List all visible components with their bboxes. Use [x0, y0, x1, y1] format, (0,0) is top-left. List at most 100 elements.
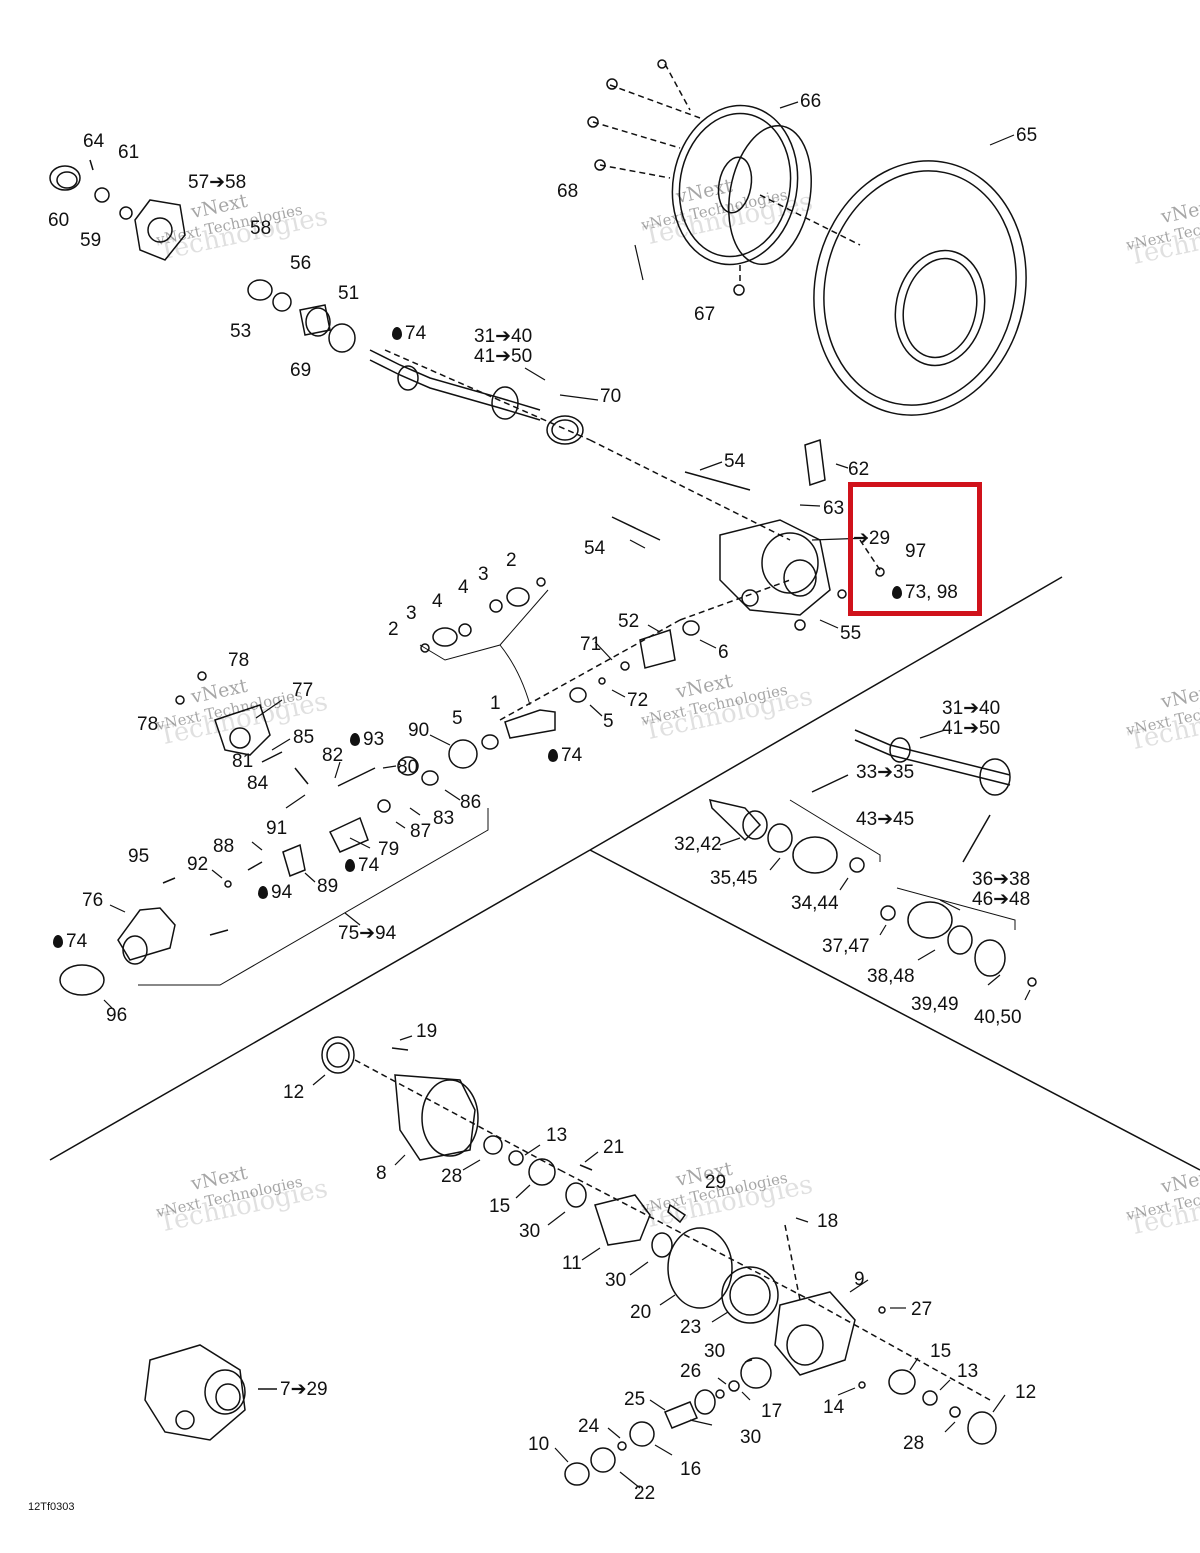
callout-label: 88 — [213, 836, 235, 857]
callout-label: 18 — [817, 1211, 839, 1232]
callout-label: 64 — [83, 131, 105, 152]
callout-label: 12 — [1015, 1382, 1037, 1403]
callout-label: 14 — [823, 1397, 845, 1418]
callout-label: 53 — [230, 321, 252, 342]
drive-shaft-upper — [369, 349, 584, 445]
callout-label: 80 — [397, 757, 419, 778]
actuator-assembly — [175, 671, 376, 787]
differential-housing-upper — [611, 438, 885, 631]
callout-label: 81 — [232, 751, 254, 772]
callout-label: 74 — [392, 324, 426, 343]
cv-joint-inner — [708, 798, 881, 874]
pinion-parts — [564, 1357, 772, 1486]
oil-drop-icon — [350, 733, 360, 746]
callout-label: 96 — [106, 1005, 128, 1026]
oil-drop-icon — [392, 327, 402, 340]
oil-drop-icon — [258, 886, 268, 899]
callout-label: 30 — [704, 1341, 726, 1362]
callout-label: 5 — [603, 711, 614, 732]
callout-label: 82 — [322, 745, 344, 766]
divider-line-mid — [49, 849, 591, 1161]
callout-label: 15 — [489, 1196, 511, 1217]
callout-label: 68 — [557, 181, 579, 202]
callout-label: 26 — [680, 1361, 702, 1382]
callout-label: 27 — [911, 1299, 933, 1320]
callout-label: 11 — [562, 1253, 582, 1274]
callout-label: 41➔50 — [474, 346, 533, 367]
callout-label: 41➔50 — [942, 718, 1001, 739]
callout-label: 25 — [624, 1389, 646, 1410]
differential-lower-exploded — [321, 1036, 997, 1445]
callout-label: 34,44 — [791, 893, 839, 914]
callout-label: 6 — [718, 642, 729, 663]
callout-label: 10 — [528, 1434, 550, 1455]
callout-label: 58 — [250, 218, 272, 239]
wheel-hub-part — [49, 159, 186, 261]
callout-label: 8 — [376, 1163, 387, 1184]
callout-label: 92 — [187, 854, 209, 875]
callout-label: 51 — [338, 283, 360, 304]
callout-label: 30 — [519, 1221, 541, 1242]
callout-label: 13 — [546, 1125, 568, 1146]
callout-label: 40,50 — [974, 1007, 1022, 1028]
callout-label: 32,42 — [674, 834, 722, 855]
callout-label: 29 — [705, 1172, 727, 1193]
callout-label: 57➔58 — [188, 172, 247, 193]
callout-label: 61 — [118, 142, 140, 163]
callout-label: 4 — [458, 577, 469, 598]
callout-label: 97 — [905, 541, 927, 562]
callout-label: 60 — [48, 210, 70, 231]
divider-line-right — [589, 849, 1200, 1171]
callout-label: 94 — [258, 883, 292, 902]
callout-label: 84 — [247, 773, 269, 794]
callout-label: 31➔40 — [942, 698, 1001, 719]
callout-label: 1 — [490, 693, 501, 714]
callout-label: 79 — [378, 839, 400, 860]
reference-code: 12Tf0303 — [28, 1501, 75, 1513]
callout-label: 9 — [854, 1269, 865, 1290]
callout-label: 74 — [53, 932, 87, 951]
callout-label: 7➔29 — [280, 1379, 328, 1400]
tire-part — [813, 160, 1027, 416]
callout-label: 74 — [548, 746, 582, 765]
callout-label: 16 — [680, 1459, 702, 1480]
callout-label: 55 — [840, 623, 862, 644]
callout-label: 46➔48 — [972, 889, 1031, 910]
callout-label: 15 — [930, 1341, 952, 1362]
callout-label: 38,48 — [867, 966, 915, 987]
callout-label: 13 — [957, 1361, 979, 1382]
callout-label: 35,45 — [710, 868, 758, 889]
callout-label: 37,47 — [822, 936, 870, 957]
callout-label: 28 — [441, 1166, 463, 1187]
callout-label: 20 — [630, 1302, 652, 1323]
callout-label: 56 — [290, 253, 312, 274]
callout-label: 87 — [410, 821, 432, 842]
callout-label: 33➔35 — [856, 762, 915, 783]
callout-label: 12 — [283, 1082, 305, 1103]
callout-label: 24 — [578, 1416, 600, 1437]
callout-label: 74 — [345, 856, 379, 875]
callout-label: 21 — [603, 1137, 625, 1158]
callout-label: 3 — [478, 564, 489, 585]
oil-drop-icon — [53, 935, 63, 948]
cv-joint-outer — [880, 887, 1037, 987]
highlight-box — [848, 482, 982, 616]
callout-label: 66 — [800, 91, 822, 112]
callout-label: 23 — [680, 1317, 702, 1338]
oil-drop-icon — [892, 586, 902, 599]
callout-label: 73, 98 — [892, 583, 958, 602]
callout-label: 31➔40 — [474, 326, 533, 347]
callout-label: 86 — [460, 792, 482, 813]
callout-label: 65 — [1016, 125, 1038, 146]
callout-label: 91 — [266, 818, 288, 839]
callout-label: 22 — [634, 1483, 656, 1504]
callout-label: 4 — [432, 591, 443, 612]
callout-label: 30 — [605, 1270, 627, 1291]
rim-part — [671, 104, 812, 266]
callout-label: 76 — [82, 890, 104, 911]
callout-label: 77 — [292, 680, 314, 701]
callout-label: 17 — [761, 1401, 783, 1422]
callout-label: 39,49 — [911, 994, 959, 1015]
callout-label: 69 — [290, 360, 312, 381]
